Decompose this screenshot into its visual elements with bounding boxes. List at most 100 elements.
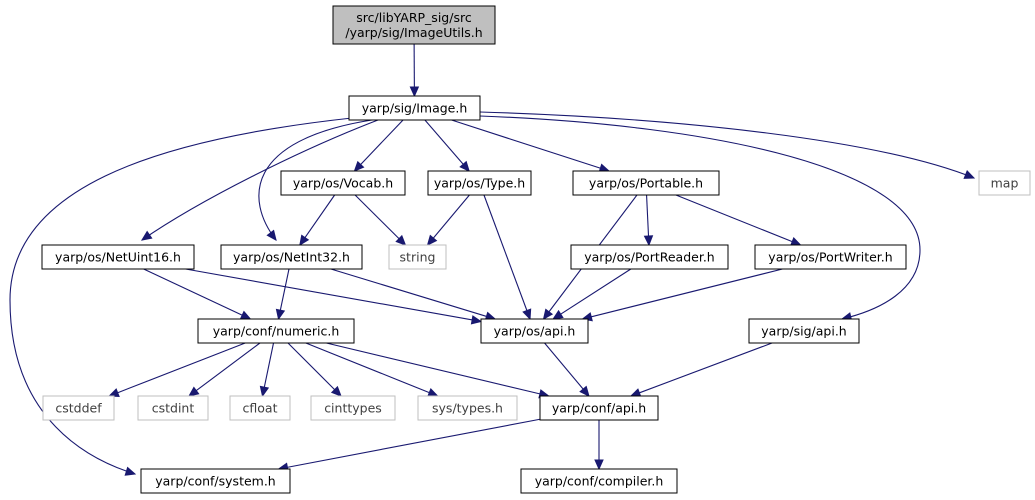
edge-sigapi-to-confapi [629, 342, 773, 398]
edge-arrowhead [108, 388, 120, 397]
edge-arrowhead [629, 388, 642, 398]
edge-line [479, 115, 921, 320]
edge-confapi-to-system [277, 418, 541, 472]
edge-line [116, 342, 246, 394]
node-imageutils[interactable]: src/libYARP_sig/src/yarp/sig/ImageUtils.… [332, 5, 496, 45]
edge-vocab-to-netint32 [299, 194, 336, 247]
node-type[interactable]: yarp/os/Type.h [427, 170, 532, 196]
node-label: yarp/os/NetUint16.h [55, 250, 181, 265]
node-box [310, 395, 396, 421]
node-box [41, 244, 195, 270]
node-cstddef: cstddef [42, 395, 115, 421]
edge-line [330, 268, 488, 318]
node-label: yarp/os/Portable.h [589, 176, 703, 191]
edge-imageutils-to-image [409, 43, 420, 98]
edge-numeric-to-cinttypes [287, 342, 342, 397]
node-box [42, 395, 115, 421]
node-map: map [978, 170, 1031, 196]
node-portreader[interactable]: yarp/os/PortReader.h [570, 244, 729, 270]
edges-layer [9, 43, 976, 476]
node-sigapi[interactable]: yarp/sig/api.h [748, 318, 860, 344]
edge-arrowhead [124, 466, 137, 476]
edge-netuint16-to-numeric [143, 268, 252, 320]
edge-line [305, 342, 431, 394]
edge-arrowhead [579, 385, 590, 397]
node-label: yarp/os/NetInt32.h [233, 250, 350, 265]
edge-arrowhead [427, 388, 439, 397]
edge-numeric-to-confapi [326, 342, 550, 399]
node-system[interactable]: yarp/conf/system.h [140, 468, 291, 494]
edge-line [258, 119, 373, 241]
edge-line [424, 119, 465, 166]
edge-portable-to-portreader [643, 194, 654, 247]
edge-line [286, 418, 541, 469]
node-cfloat: cfloat [229, 395, 291, 421]
node-portwriter[interactable]: yarp/os/PortWriter.h [754, 244, 907, 270]
edge-arrowhead [963, 170, 976, 179]
edge-portreader-to-osapi [552, 268, 632, 320]
node-compiler[interactable]: yarp/conf/compiler.h [520, 468, 678, 494]
node-box [348, 95, 481, 121]
node-label: /yarp/sig/ImageUtils.h [345, 25, 482, 40]
edge-arrowhead [643, 235, 654, 247]
node-box [137, 395, 209, 421]
edge-arrowhead [542, 308, 554, 320]
edge-line [141, 119, 379, 241]
node-box [520, 468, 678, 494]
edge-line [359, 119, 404, 166]
edge-line [143, 268, 244, 317]
node-box [748, 318, 860, 344]
node-cinttypes: cinttypes [310, 395, 396, 421]
edge-line [590, 268, 783, 318]
node-numeric[interactable]: yarp/conf/numeric.h [197, 318, 355, 344]
edge-arrowhead [522, 308, 532, 321]
node-box [754, 244, 907, 270]
node-osapi[interactable]: yarp/os/api.h [480, 318, 589, 344]
node-systypes: sys/types.h [417, 395, 518, 421]
node-box [417, 395, 518, 421]
edge-arrowhead [470, 315, 483, 325]
node-label: yarp/conf/api.h [552, 401, 646, 416]
edge-line [303, 194, 336, 239]
node-image[interactable]: yarp/sig/Image.h [348, 95, 481, 121]
node-box [539, 395, 659, 421]
node-portable[interactable]: yarp/os/Portable.h [572, 170, 720, 196]
edge-arrowhead [395, 234, 407, 246]
edge-image-to-netint32 [258, 119, 373, 241]
node-string: string [388, 244, 447, 270]
edge-arrowhead [459, 160, 470, 172]
node-vocab[interactable]: yarp/os/Vocab.h [280, 170, 406, 196]
node-label: yarp/os/Type.h [434, 176, 525, 191]
node-netint32[interactable]: yarp/os/NetInt32.h [220, 244, 363, 270]
edge-arrowhead [299, 234, 310, 247]
edge-portable-to-portwriter [675, 194, 802, 246]
edge-numeric-to-cfloat [259, 342, 275, 398]
node-label: sys/types.h [432, 401, 503, 416]
edge-line [195, 342, 261, 392]
edge-image-to-system [9, 117, 353, 476]
node-box [280, 170, 406, 196]
node-label: string [400, 250, 436, 265]
node-label: cinttypes [324, 401, 382, 416]
edge-netuint16-to-osapi [185, 268, 483, 325]
edge-confapi-to-compiler [594, 420, 604, 471]
edge-line [279, 268, 290, 312]
edge-arrowhead [239, 310, 252, 320]
edge-arrowhead [409, 86, 420, 98]
edge-image-to-map [479, 111, 976, 179]
node-label: src/libYARP_sig/src [356, 10, 472, 25]
nodes-layer: src/libYARP_sig/src/yarp/sig/ImageUtils.… [41, 5, 1031, 494]
node-cstdint: cstdint [137, 395, 209, 421]
node-label: yarp/conf/system.h [155, 474, 275, 489]
node-confapi[interactable]: yarp/conf/api.h [539, 395, 659, 421]
edge-arrowhead [594, 459, 604, 471]
edge-line [354, 194, 401, 240]
edge-line [9, 117, 353, 475]
edge-netint32-to-numeric [275, 268, 290, 321]
node-netuint16[interactable]: yarp/os/NetUint16.h [41, 244, 195, 270]
node-label: yarp/conf/compiler.h [535, 474, 664, 489]
node-box [427, 170, 532, 196]
edge-arrowhead [188, 386, 200, 397]
edge-line [559, 268, 632, 316]
